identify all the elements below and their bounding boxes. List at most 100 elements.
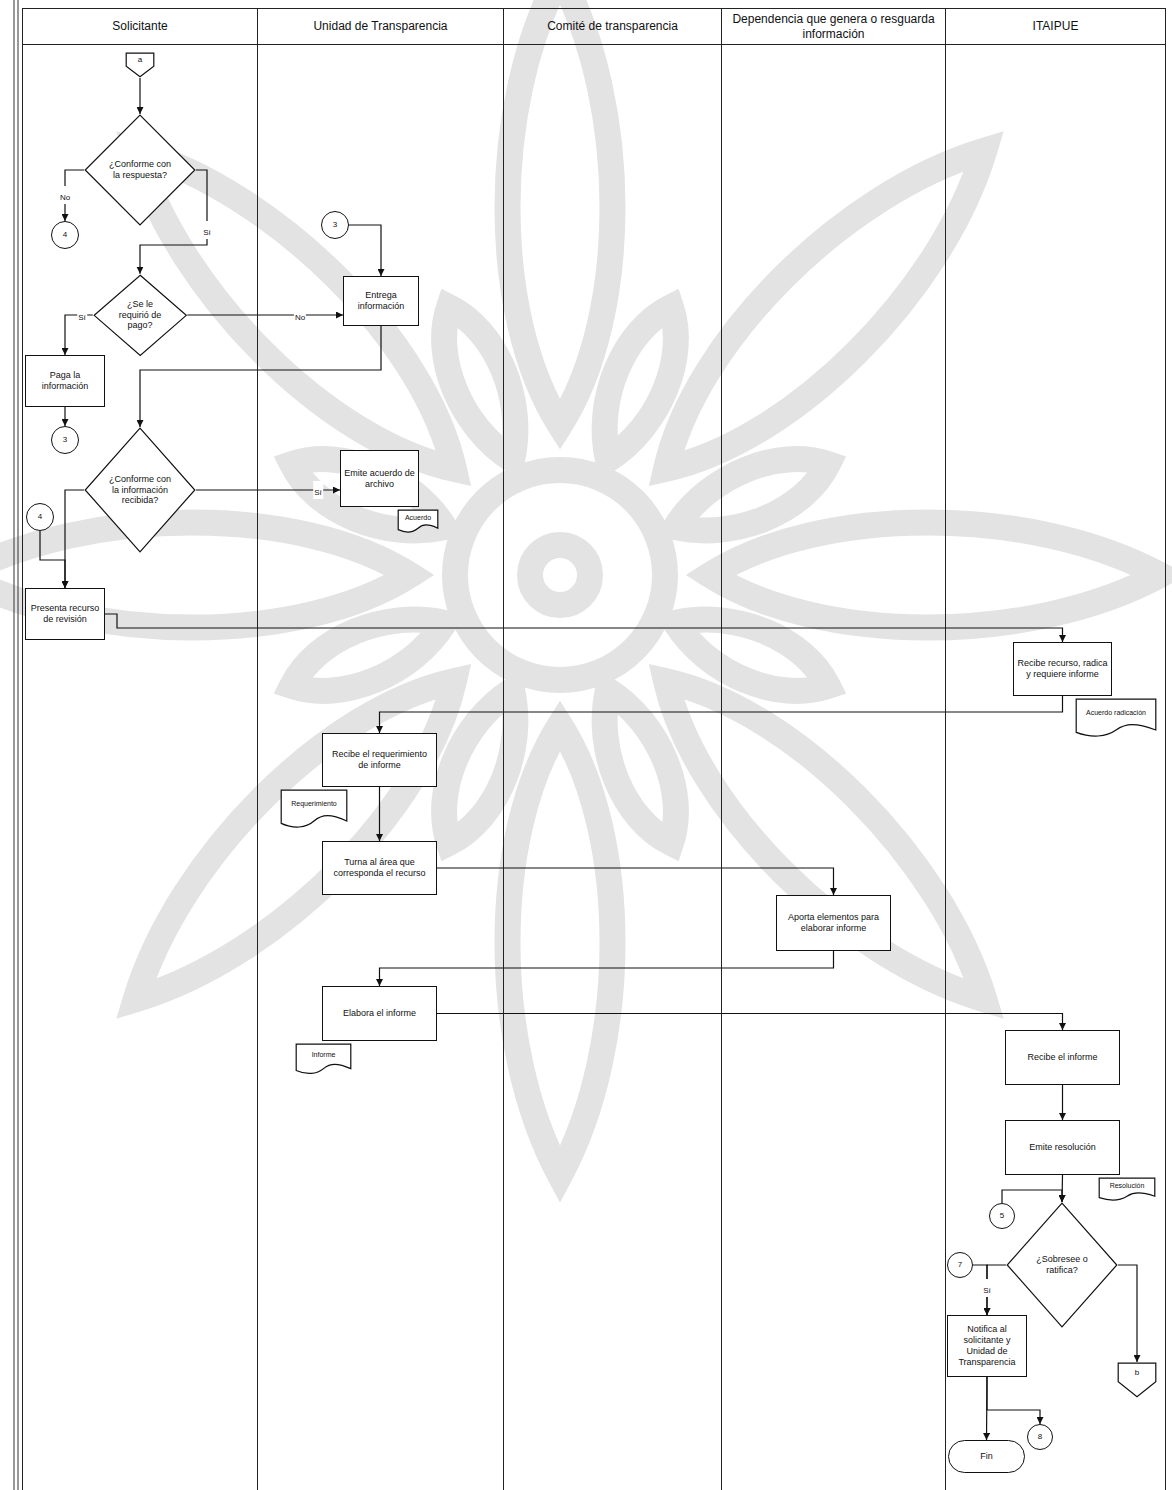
edge-label: No [295, 313, 305, 323]
swimlane: ITAIPUERecibe recurso, radica y requiere… [945, 8, 1166, 1490]
edge-label-patch: Sí [77, 306, 87, 324]
process-box: Aporta elementos para elaborar informe [776, 895, 891, 951]
process-box: Emite resolución [1005, 1120, 1120, 1175]
swimlane: Dependencia que genera o resguarda infor… [721, 8, 945, 1490]
shape-outline [1075, 698, 1157, 738]
node-label: Requerimiento [291, 800, 337, 808]
document-shape: Resolución [1098, 1177, 1156, 1201]
document-shape: Acuerdo [397, 509, 439, 533]
node-label: b [1135, 1368, 1139, 1378]
offpage-connector: a [125, 52, 155, 78]
edge-label: Sí [78, 313, 86, 323]
edge-label: Sí [983, 1286, 991, 1296]
decision-diamond: ¿Conforme con la respuesta? [84, 114, 196, 226]
shape-outline [398, 510, 438, 532]
node-label: ¿Sobresee o ratifica? [1028, 1254, 1095, 1276]
flow-connector [1062, 1085, 1063, 1120]
process-box: Presenta recurso de revisión [25, 588, 105, 640]
shape-outline [281, 790, 347, 827]
node-label: Paga la información [29, 370, 101, 392]
lane-title: Solicitante [112, 19, 167, 33]
node-label: ¿Se le requirió de pago? [116, 299, 164, 331]
node-label: ¿Conforme con la respuesta? [106, 159, 173, 181]
shape-outline [280, 789, 348, 829]
shape-outline [85, 115, 195, 225]
shape-outline [1099, 1178, 1155, 1200]
flow-connector [1118, 1265, 1137, 1362]
shape-outline [126, 53, 154, 77]
flow-connector [987, 1265, 1006, 1315]
node-label: Elabora el informe [343, 1008, 416, 1019]
decision-diamond: ¿Sobresee o ratifica? [1006, 1202, 1118, 1328]
lane-title: Dependencia que genera o resguarda infor… [726, 12, 941, 41]
connector-circle: 5 [989, 1203, 1015, 1229]
shape-outline [94, 275, 186, 355]
edge-label-patch: No [294, 306, 306, 324]
connector-circle: 3 [321, 211, 349, 239]
flow-connector [65, 315, 93, 355]
lane-title: Unidad de Transparencia [313, 19, 447, 33]
node-label: 3 [333, 220, 337, 230]
edge-label-patch: Sí [202, 221, 212, 239]
node-label: Entrega información [347, 290, 415, 312]
node-label: 7 [958, 1260, 962, 1270]
shape-outline [1098, 1177, 1156, 1201]
node-label: 5 [1000, 1211, 1004, 1221]
edge-label-patch: No [59, 186, 71, 204]
lane-header: Dependencia que genera o resguarda infor… [722, 9, 945, 45]
node-label: 4 [38, 512, 42, 522]
connector-circle: 3 [51, 426, 79, 454]
node-label: Turna al área que corresponda el recurso [326, 857, 433, 879]
shape-outline [1117, 1362, 1157, 1398]
node-label: Recibe el informe [1027, 1052, 1097, 1063]
lane-header: Solicitante [23, 9, 257, 45]
process-box: Entrega información [343, 276, 419, 326]
shape-outline [296, 1044, 351, 1073]
flow-connector [437, 1014, 1063, 1031]
lane-header: Comité de transparencia [504, 9, 721, 45]
node-label: 8 [1038, 1432, 1042, 1442]
connector-circle: 4 [51, 221, 79, 249]
node-label: 4 [63, 230, 67, 240]
shape-outline [85, 428, 195, 552]
document-shape: Informe [295, 1043, 352, 1075]
process-box: Recibe recurso, radica y requiere inform… [1013, 642, 1112, 696]
node-label: Notifica al solicitante y Unidad de Tran… [951, 1324, 1023, 1367]
swimlane: Unidad de Transparencia 3Entrega informac… [257, 8, 503, 1490]
flow-connector [349, 225, 381, 276]
node-label: Recibe recurso, radica y requiere inform… [1017, 658, 1108, 680]
shape-outline [1118, 1363, 1156, 1397]
decision-diamond: ¿Conforme con la información recibida? [84, 427, 196, 553]
process-box: Emite acuerdo de archivo [340, 450, 419, 507]
process-box: Elabora el informe [322, 986, 437, 1041]
connector-circle: 7 [947, 1252, 973, 1278]
page-rule [18, 0, 19, 1490]
node-label: 3 [63, 435, 67, 445]
node-label: Emite resolución [1029, 1142, 1096, 1153]
shape-outline [295, 1043, 352, 1075]
node-label: Emite acuerdo de archivo [344, 468, 415, 490]
node-label: a [138, 55, 142, 65]
decision-diamond: ¿Se le requirió de pago? [93, 274, 187, 357]
node-label: Informe [312, 1051, 336, 1059]
flow-connector [379, 787, 380, 841]
terminator: Fin [948, 1440, 1025, 1473]
lane-header: Unidad de Transparencia [258, 9, 503, 45]
flow-connector [196, 489, 340, 490]
shape-outline [1007, 1203, 1117, 1327]
node-label: Fin [980, 1451, 993, 1462]
flow-connector [140, 326, 381, 427]
node-label: Acuerdo radicación [1086, 709, 1146, 717]
node-label: Recibe el requerimiento de informe [326, 749, 433, 771]
flow-connector [139, 78, 140, 114]
shape-outline [1076, 699, 1156, 736]
document-shape: Acuerdo radicación [1075, 698, 1157, 738]
edge-label: Sí [203, 228, 211, 238]
flow-connector [437, 868, 834, 895]
edge-label: No [60, 193, 70, 203]
connector-circle: 4 [26, 503, 54, 531]
offpage-connector: b [1117, 1362, 1157, 1398]
